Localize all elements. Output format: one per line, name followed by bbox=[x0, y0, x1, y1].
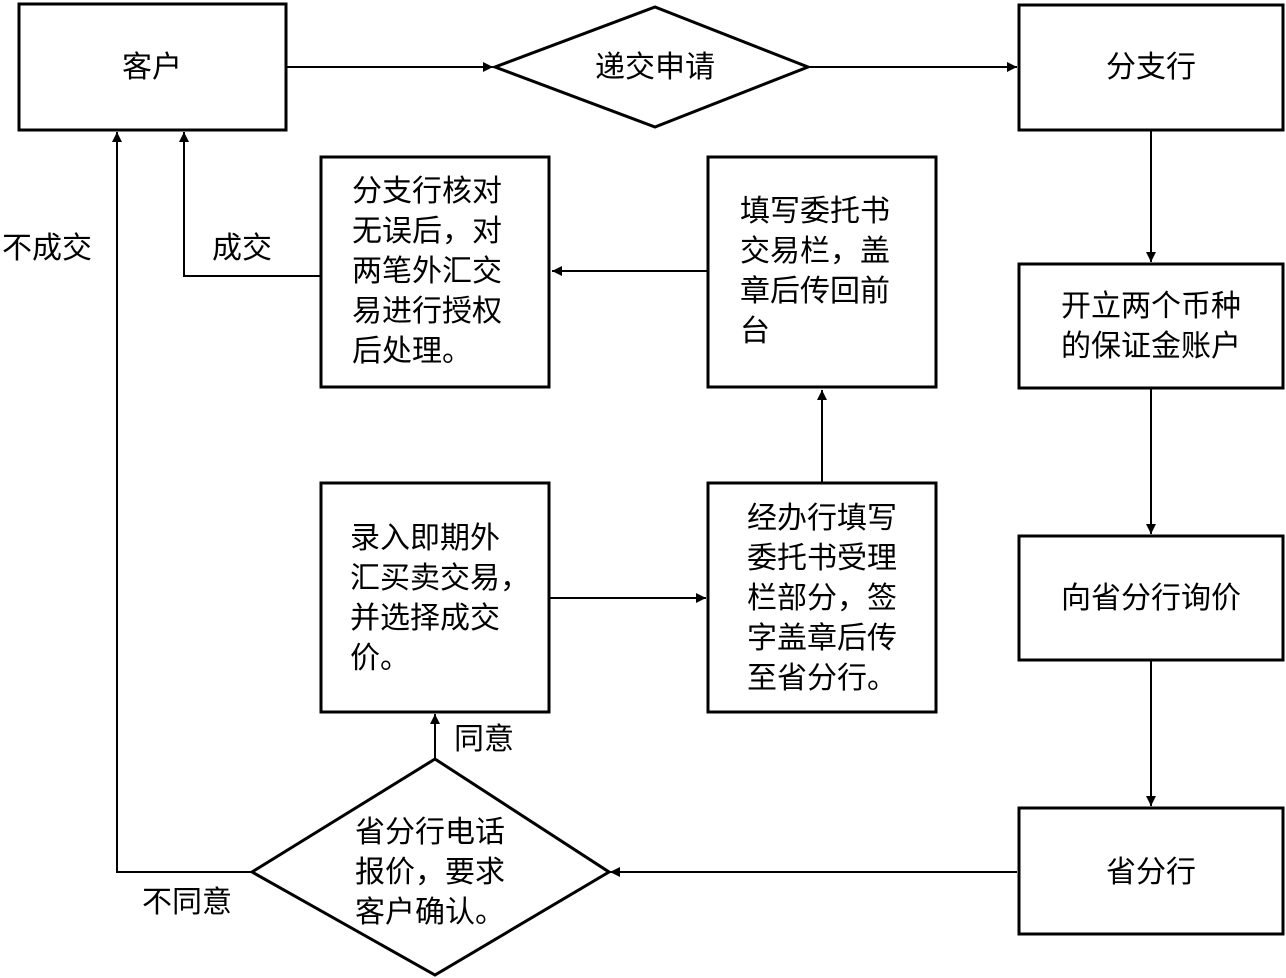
edge-authorize-customer bbox=[179, 132, 321, 277]
node-text-line: 客户确认。 bbox=[355, 895, 505, 930]
node-text-line: 的保证金账户 bbox=[1061, 329, 1241, 364]
node-branch: 分支行 bbox=[1017, 3, 1285, 132]
node-text-line: 填写委托书 bbox=[740, 194, 890, 229]
node-quote: 省分行电话报价，要求客户确认。 bbox=[249, 757, 612, 977]
node-inquire-text: 向省分行询价 bbox=[1061, 581, 1241, 616]
node-text-line: 报价，要求 bbox=[355, 855, 505, 890]
node-fill-trade: 填写委托书交易栏，盖章后传回前台 bbox=[706, 155, 938, 389]
node-submit-text: 递交申请 bbox=[595, 50, 715, 85]
node-enter-trade-text: 录入即期外汇买卖交易， 并选择成交价。 bbox=[350, 521, 530, 676]
node-text-line: 汇买卖交易， bbox=[350, 561, 530, 596]
label-deal: 成交 bbox=[212, 231, 272, 266]
node-text-line: 栏部分，签 bbox=[747, 581, 897, 616]
node-text-line: 经办行填写 bbox=[747, 501, 897, 536]
node-text-line: 并选择成交 bbox=[350, 601, 500, 636]
node-submit: 递交申请 bbox=[490, 5, 813, 129]
node-open-accounts-text: 开立两个币种的保证金账户 bbox=[1061, 289, 1241, 364]
node-text-line: 向省分行询价 bbox=[1061, 581, 1241, 616]
node-text-line: 分支行 bbox=[1106, 50, 1196, 85]
node-text-line: 两笔外汇交 bbox=[352, 254, 502, 289]
node-text-line: 递交申请 bbox=[595, 50, 715, 85]
node-text-line: 录入即期外 bbox=[350, 521, 500, 556]
node-text-line: 后处理。 bbox=[352, 334, 472, 369]
node-province-text: 省分行 bbox=[1106, 855, 1196, 890]
node-text-line: 委托书受理 bbox=[747, 541, 897, 576]
node-text-line: 客户 bbox=[122, 50, 182, 85]
node-text-line: 省分行电话 bbox=[355, 815, 505, 850]
node-text-line: 章后传回前 bbox=[740, 274, 890, 309]
label-agree: 同意 bbox=[454, 722, 514, 757]
node-text-line: 交易栏，盖 bbox=[740, 234, 890, 269]
node-text-line: 价。 bbox=[350, 641, 410, 676]
node-text-line: 台 bbox=[740, 314, 770, 349]
node-text-line: 字盖章后传 bbox=[747, 621, 897, 656]
node-enter-trade: 录入即期外汇买卖交易， 并选择成交价。 bbox=[319, 481, 551, 714]
node-customer: 客户 bbox=[17, 2, 288, 132]
node-province: 省分行 bbox=[1017, 806, 1285, 936]
node-text-line: 至省分行。 bbox=[747, 661, 897, 696]
node-fill-trade-text: 填写委托书交易栏，盖章后传回前台 bbox=[740, 194, 890, 349]
node-text-line: 省分行 bbox=[1106, 855, 1196, 890]
node-text-line: 分支行核对 bbox=[352, 174, 502, 209]
node-authorize: 分支行核对无误后，对两笔外汇交易进行授权后处理。 bbox=[319, 155, 551, 389]
node-open-accounts: 开立两个币种的保证金账户 bbox=[1017, 262, 1285, 390]
node-text-line: 无误后，对 bbox=[352, 214, 502, 249]
node-inquire: 向省分行询价 bbox=[1017, 534, 1285, 662]
node-authorize-text: 分支行核对无误后，对两笔外汇交易进行授权后处理。 bbox=[352, 174, 502, 369]
label-disagree: 不同意 bbox=[142, 885, 232, 920]
node-text-line: 开立两个币种 bbox=[1061, 289, 1241, 324]
node-branch-text: 分支行 bbox=[1106, 50, 1196, 85]
node-customer-text: 客户 bbox=[122, 50, 182, 85]
edge-quote-customer bbox=[112, 132, 252, 873]
node-fill-acceptance: 经办行填写委托书受理栏部分，签字盖章后传至省分行。 bbox=[706, 481, 938, 714]
node-quote-text: 省分行电话报价，要求客户确认。 bbox=[355, 815, 505, 930]
node-text-line: 易进行授权 bbox=[352, 294, 502, 329]
label-no-deal: 不成交 bbox=[2, 231, 92, 266]
node-fill-acceptance-text: 经办行填写委托书受理栏部分，签字盖章后传至省分行。 bbox=[747, 501, 897, 696]
